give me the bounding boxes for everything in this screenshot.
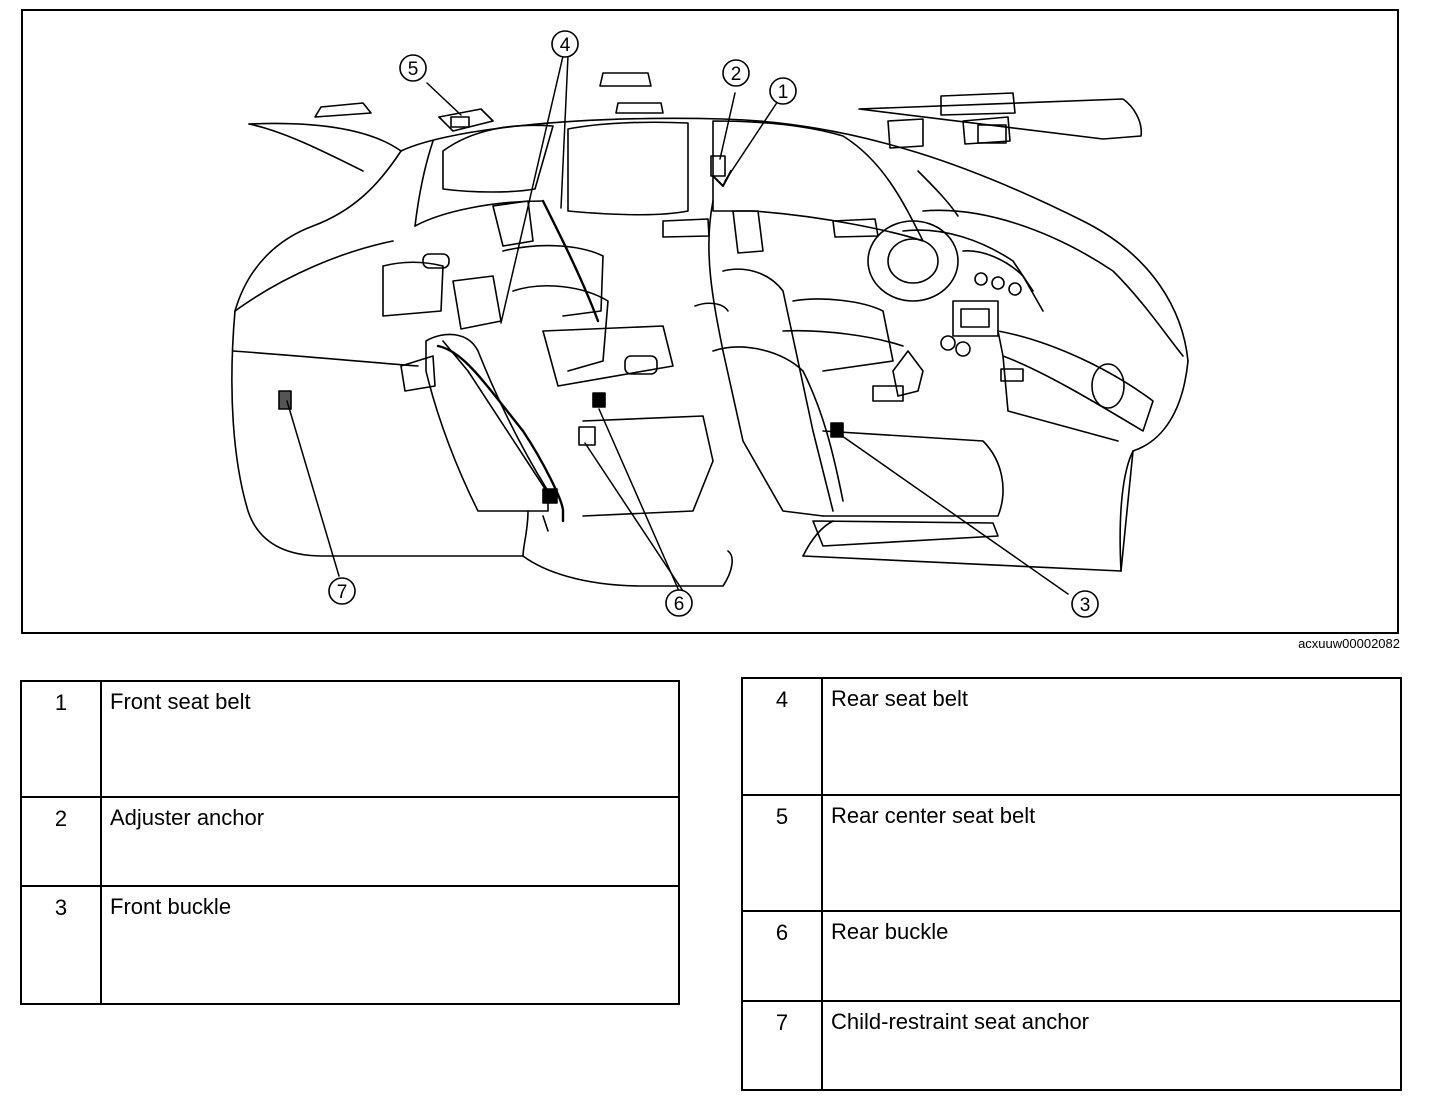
legend-number: 1 xyxy=(20,680,102,798)
callouts: 1 2 3 4 5 6 7 xyxy=(328,30,1099,618)
svg-text:7: 7 xyxy=(337,582,348,603)
legend-label: Rear center seat belt xyxy=(821,794,1402,912)
callout-2: 2 xyxy=(722,59,750,87)
legend-row: 5 Rear center seat belt xyxy=(741,794,1402,912)
front-buckle-icon xyxy=(830,422,844,438)
cargo-area xyxy=(232,218,879,392)
overhead-lamps xyxy=(314,72,1143,149)
svg-text:2: 2 xyxy=(731,64,742,85)
legend-number: 6 xyxy=(741,910,823,1002)
svg-text:3: 3 xyxy=(1080,595,1091,616)
legend-label: Child-restraint seat anchor xyxy=(821,1000,1402,1091)
legend-row: 3 Front buckle xyxy=(20,885,680,1005)
legend-row: 6 Rear buckle xyxy=(741,910,1402,1002)
legend-label: Adjuster anchor xyxy=(100,796,680,887)
callout-7: 7 xyxy=(328,577,356,605)
rear-seat xyxy=(425,200,733,587)
legend-row: 2 Adjuster anchor xyxy=(20,796,680,887)
legend-number: 4 xyxy=(741,677,823,796)
legend-number: 5 xyxy=(741,794,823,912)
callout-1: 1 xyxy=(769,77,797,105)
vehicle-interior-drawing: 1 2 3 4 5 6 7 xyxy=(231,30,1189,618)
legend-number: 2 xyxy=(20,796,102,887)
windows xyxy=(442,120,959,242)
leader-lines xyxy=(286,55,1069,595)
front-seats xyxy=(708,200,1004,557)
legend-number: 3 xyxy=(20,885,102,1005)
callout-5: 5 xyxy=(399,54,427,82)
svg-text:4: 4 xyxy=(560,35,571,56)
figure-code: acxuuw00002082 xyxy=(1298,636,1400,651)
legend-row: 1 Front seat belt xyxy=(20,680,680,798)
dashboard xyxy=(867,209,1184,572)
callout-3: 3 xyxy=(1071,590,1099,618)
legend-label: Front seat belt xyxy=(100,680,680,798)
legend-row: 7 Child-restraint seat anchor xyxy=(741,1000,1402,1091)
svg-text:1: 1 xyxy=(778,82,789,103)
diagram-frame: 1 2 3 4 5 6 7 xyxy=(21,9,1399,634)
callout-6: 6 xyxy=(665,589,693,617)
legend-label: Front buckle xyxy=(100,885,680,1005)
legend-table-right: 4 Rear seat belt 5 Rear center seat belt… xyxy=(741,677,1402,1091)
svg-text:6: 6 xyxy=(674,594,685,615)
legend-number: 7 xyxy=(741,1000,823,1091)
legend-label: Rear seat belt xyxy=(821,677,1402,796)
rear-belt-tongue-icon xyxy=(542,488,558,504)
rear-buckle-icon xyxy=(578,426,596,446)
vehicle-body-outline xyxy=(231,117,1189,572)
legend-label: Rear buckle xyxy=(821,910,1402,1002)
legend-table-left: 1 Front seat belt 2 Adjuster anchor 3 Fr… xyxy=(20,680,680,1005)
legend-row: 4 Rear seat belt xyxy=(741,677,1402,796)
adjuster-anchor-icon xyxy=(710,155,726,177)
callout-4: 4 xyxy=(551,30,579,58)
svg-text:5: 5 xyxy=(408,59,419,80)
